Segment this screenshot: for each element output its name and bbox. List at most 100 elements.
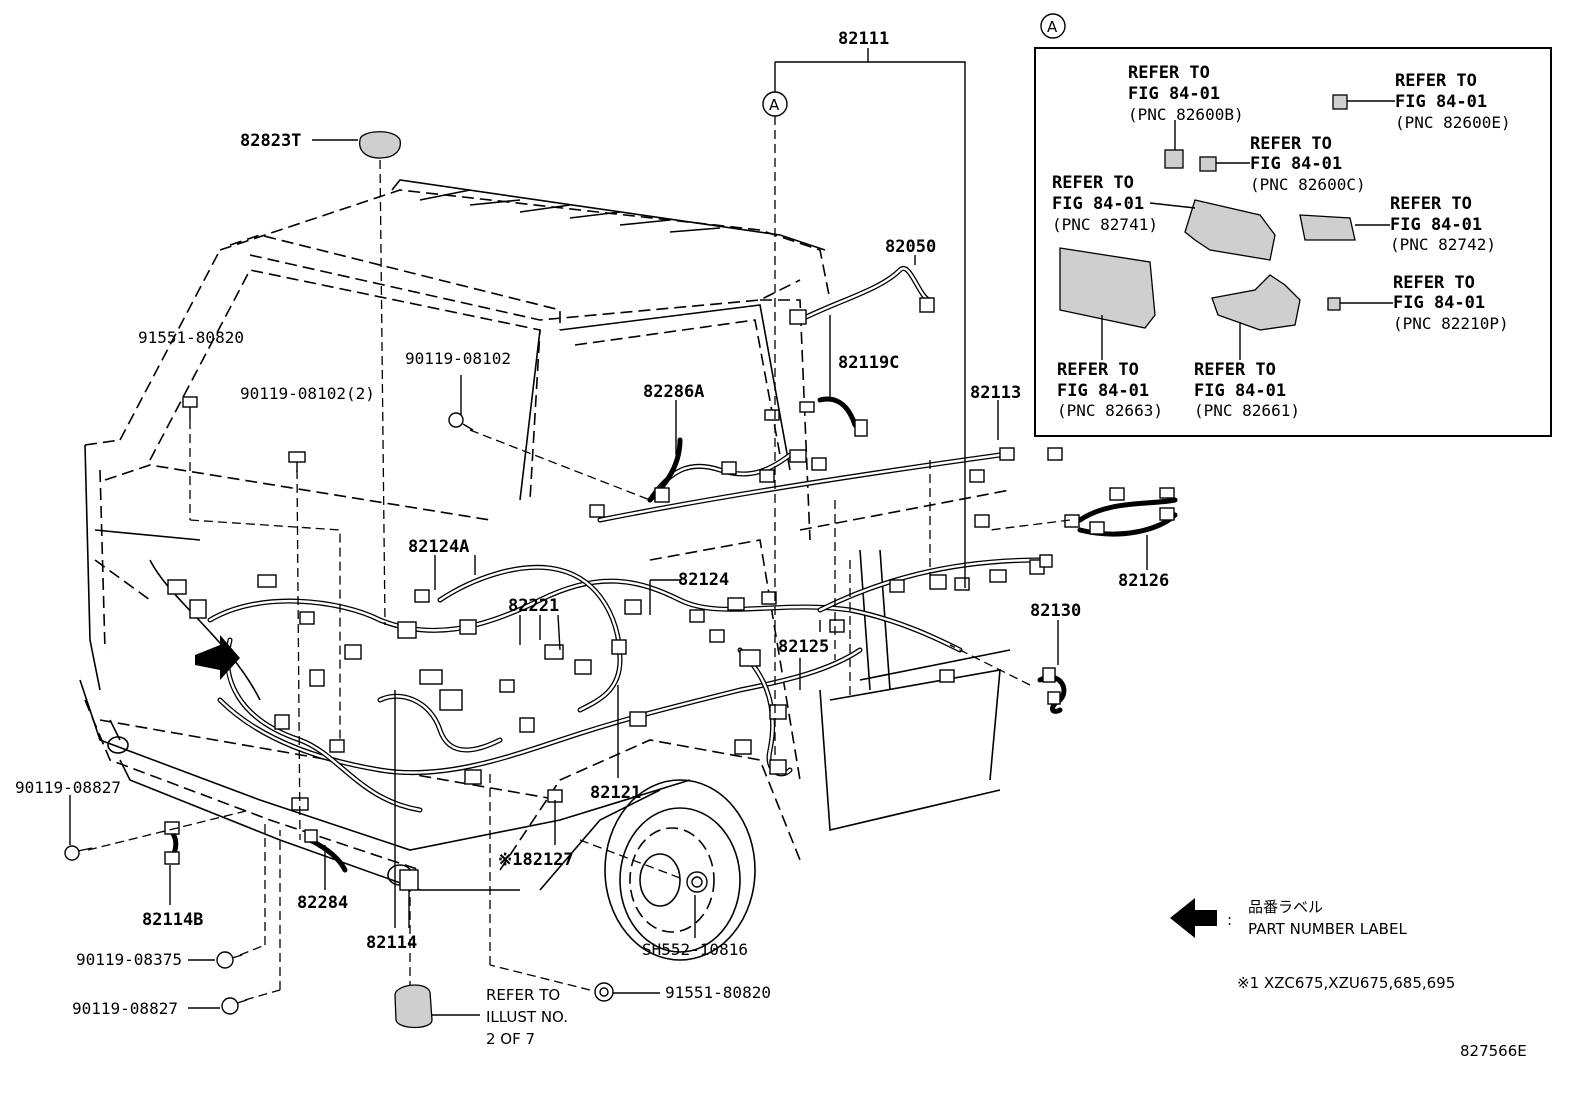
callout-a-main: A [762, 91, 788, 117]
label-90119-08102-2[interactable]: 90119-08102(2) [240, 384, 375, 403]
bolt-90119-08827-left [64, 845, 93, 861]
bolt-91551-top [182, 396, 198, 420]
svg-text:REFER TO: REFER TO [1194, 360, 1276, 380]
bolt-90119-08827-bottom [221, 997, 248, 1015]
label-91551-80820-top[interactable]: 91551-80820 [138, 328, 244, 347]
legend-note: ※1 XZC675,XZU675,685,695 [1237, 974, 1455, 992]
part-labels: 82111 82823T 82050 82119C 82286A 82113 8… [15, 29, 1169, 1018]
svg-text:(PNC 82600C): (PNC 82600C) [1250, 175, 1366, 194]
inset-ref-82600b: REFER TO FIG 84-01 (PNC 82600B) [1128, 63, 1244, 124]
svg-text:(PNC 82741): (PNC 82741) [1052, 215, 1158, 234]
svg-text:REFER TO: REFER TO [1393, 273, 1475, 293]
legend-arrow-icon [1170, 898, 1217, 938]
legend-colon: : [1227, 911, 1232, 929]
inset-ref-82210p: REFER TO FIG 84-01 (PNC 82210P) [1393, 273, 1509, 333]
svg-text:FIG 84-01: FIG 84-01 [1128, 84, 1220, 104]
inset-part-82600e [1332, 94, 1348, 110]
refer-illust-line2: ILLUST NO. [486, 1008, 568, 1026]
svg-text:FIG 84-01: FIG 84-01 [1390, 215, 1482, 235]
bolt-90119-08102-2 [288, 451, 306, 472]
inset-part-82663 [1059, 247, 1156, 329]
inset-ref-82600e: REFER TO FIG 84-01 (PNC 82600E) [1395, 71, 1511, 132]
svg-text:(PNC 82661): (PNC 82661) [1194, 401, 1300, 420]
label-82124[interactable]: 82124 [678, 570, 729, 590]
refer-illust-part [394, 984, 433, 1029]
svg-text:(PNC 82600B): (PNC 82600B) [1128, 105, 1244, 124]
label-82124a[interactable]: 82124A [408, 537, 469, 557]
label-82113[interactable]: 82113 [970, 383, 1021, 403]
svg-text:FIG 84-01: FIG 84-01 [1393, 293, 1485, 313]
bolt-90119-08102 [448, 412, 474, 431]
label-82130[interactable]: 82130 [1030, 601, 1081, 621]
svg-text:REFER TO: REFER TO [1390, 194, 1472, 214]
label-82221[interactable]: 82221 [508, 596, 559, 616]
truck-cab-outline [79, 179, 1011, 891]
label-90119-08827-bottom[interactable]: 90119-08827 [72, 999, 178, 1018]
refer-illust-line3: 2 OF 7 [486, 1030, 535, 1048]
label-82111[interactable]: 82111 [838, 29, 889, 49]
label-82121[interactable]: 82121 [590, 783, 641, 803]
inset-frame [1034, 47, 1552, 437]
bolt-90119-08375 [216, 951, 243, 969]
label-82126[interactable]: 82126 [1118, 571, 1169, 591]
legend-en: PART NUMBER LABEL [1248, 920, 1407, 938]
inset-ref-82663: REFER TO FIG 84-01 (PNC 82663) [1057, 360, 1163, 420]
svg-text:FIG 84-01: FIG 84-01 [1250, 154, 1342, 174]
refer-illust-line1: REFER TO [486, 986, 560, 1004]
label-82823t[interactable]: 82823T [240, 131, 301, 151]
label-82125[interactable]: 82125 [778, 637, 829, 657]
svg-text:FIG 84-01: FIG 84-01 [1194, 381, 1286, 401]
inset-part-82742 [1299, 214, 1356, 241]
inset-part-82600b [1164, 149, 1184, 169]
label-82050[interactable]: 82050 [885, 237, 936, 257]
label-82114b[interactable]: 82114B [142, 910, 203, 930]
leader-lines [69, 48, 1148, 1016]
label-90119-08827-left[interactable]: 90119-08827 [15, 778, 121, 797]
svg-text:FIG 84-01: FIG 84-01 [1052, 194, 1144, 214]
svg-text:REFER TO: REFER TO [1128, 63, 1210, 83]
label-82127[interactable]: ※182127 [498, 850, 574, 870]
svg-text:(PNC 82600E): (PNC 82600E) [1395, 113, 1511, 132]
refer-illust-note: REFER TO ILLUST NO. 2 OF 7 [486, 986, 568, 1048]
small-parts [64, 131, 708, 1029]
label-82284[interactable]: 82284 [297, 893, 348, 913]
inset-part-82600c [1199, 156, 1217, 172]
inset-ref-82661: REFER TO FIG 84-01 (PNC 82661) [1194, 360, 1300, 420]
svg-text:(PNC 82742): (PNC 82742) [1390, 235, 1496, 254]
svg-text:REFER TO: REFER TO [1057, 360, 1139, 380]
figure-id: 827566E [1460, 1042, 1527, 1060]
inset-badge-letter: A [1047, 18, 1058, 36]
svg-text:FIG 84-01: FIG 84-01 [1395, 92, 1487, 112]
svg-text:FIG 84-01: FIG 84-01 [1057, 381, 1149, 401]
front-wheel [604, 779, 756, 961]
label-91551-80820-bottom[interactable]: 91551-80820 [665, 983, 771, 1002]
svg-text:REFER TO: REFER TO [1250, 134, 1332, 154]
label-82114[interactable]: 82114 [366, 933, 417, 953]
inset-part-82741 [1184, 199, 1276, 261]
grommet-sh552 [686, 871, 708, 893]
svg-text:(PNC 82210P): (PNC 82210P) [1393, 314, 1509, 333]
inset-ref-82741: REFER TO FIG 84-01 (PNC 82741) [1052, 173, 1158, 234]
label-82119c[interactable]: 82119C [838, 353, 899, 373]
label-82286a[interactable]: 82286A [643, 382, 704, 402]
bolt-91551-bottom [594, 982, 614, 1002]
harness-connectors [164, 297, 1175, 865]
label-sh552-10816[interactable]: SH552-10816 [642, 940, 748, 959]
legend-jp: 品番ラベル [1248, 898, 1323, 916]
label-90119-08375[interactable]: 90119-08375 [76, 950, 182, 969]
svg-text:REFER TO: REFER TO [1395, 71, 1477, 91]
inset-ref-82600c: REFER TO FIG 84-01 (PNC 82600C) [1250, 134, 1366, 194]
legend: : 品番ラベル PART NUMBER LABEL ※1 XZC675,XZU6… [1170, 898, 1455, 992]
cap-82823t [359, 131, 401, 159]
label-90119-08102[interactable]: 90119-08102 [405, 349, 511, 368]
inset-panel-a: A REFER TO FIG 84-01 (PNC 82600B) REFER … [1034, 13, 1552, 437]
callout-a-letter: A [769, 96, 780, 114]
inset-ref-82742: REFER TO FIG 84-01 (PNC 82742) [1390, 194, 1496, 254]
part-number-label-arrow [195, 635, 240, 680]
inset-part-82210p [1327, 297, 1341, 311]
svg-text:(PNC 82663): (PNC 82663) [1057, 401, 1163, 420]
svg-text:REFER TO: REFER TO [1052, 173, 1134, 193]
inset-part-82661 [1211, 274, 1301, 331]
